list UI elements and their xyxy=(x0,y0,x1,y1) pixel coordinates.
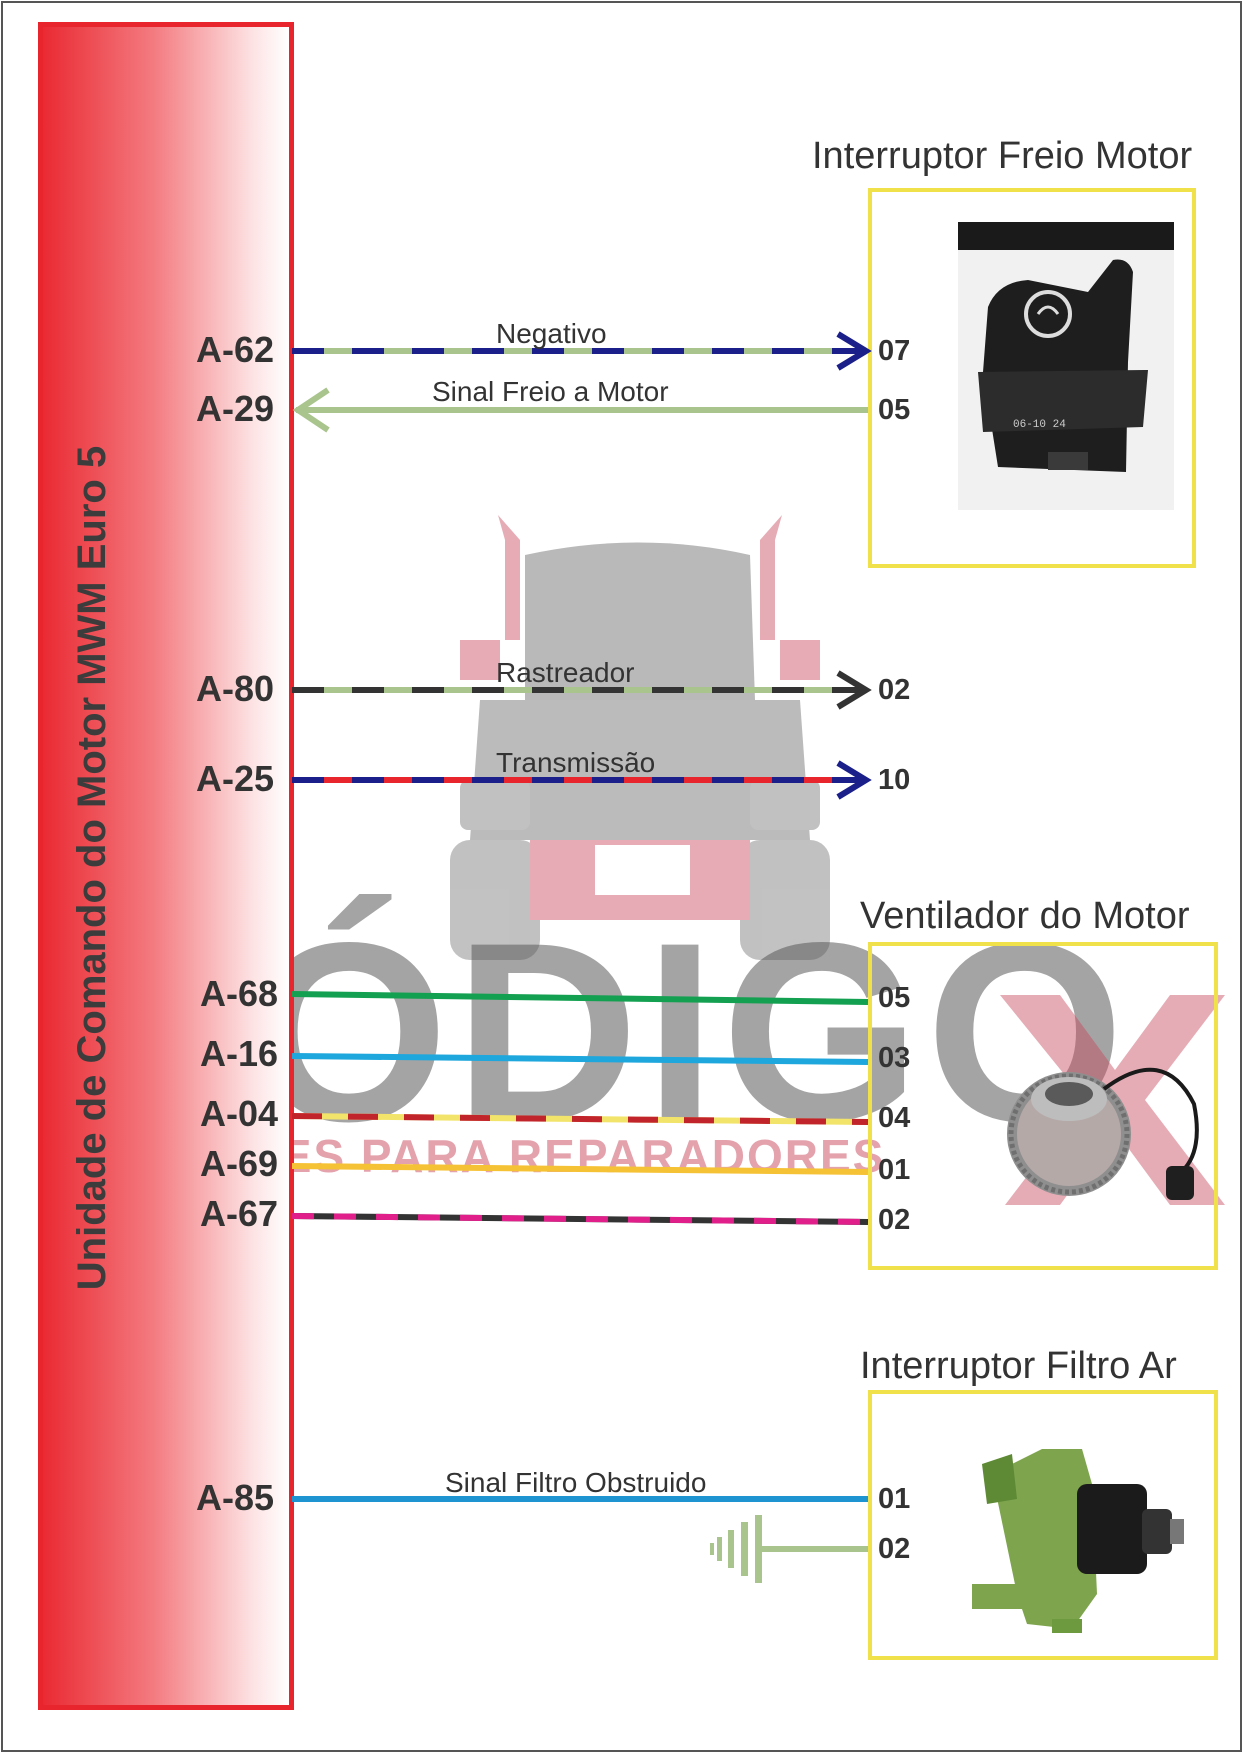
ecu-pin-a25: A-25 xyxy=(196,758,275,799)
wire-label-sinal-filtro: Sinal Filtro Obstruido xyxy=(445,1467,707,1498)
svg-text:06-10 24: 06-10 24 xyxy=(1013,419,1066,431)
ecu-pin-a85: A-85 xyxy=(196,1477,275,1518)
comp-pin-02: 02 xyxy=(878,674,911,706)
truck-watermark-icon xyxy=(450,515,830,960)
arrow-right-icon xyxy=(836,670,872,710)
wire-a16 xyxy=(291,1053,869,1065)
comp-pin-03-fan: 03 xyxy=(878,1042,911,1074)
wire-a25-transmissao xyxy=(292,760,872,800)
component-box-air-filter-switch xyxy=(868,1390,1218,1660)
comp-pin-01-fan: 01 xyxy=(878,1154,911,1186)
wire-a62-negativo xyxy=(292,331,872,371)
engine-brake-switch-photo-icon: 06-10 24 xyxy=(958,222,1174,510)
ecu-pin-a29: A-29 xyxy=(196,388,275,429)
ecu-pin-a62: A-62 xyxy=(196,329,275,370)
wire-label-transmissao: Transmissão xyxy=(496,747,656,778)
ecu-pin-a04: A-04 xyxy=(200,1093,279,1134)
component-title-engine-brake-switch: Interruptor Freio Motor xyxy=(812,135,1193,177)
ecu-pin-a80: A-80 xyxy=(196,668,275,709)
arrow-left-icon xyxy=(292,387,330,433)
fan-clutch-photo-icon xyxy=(1007,1067,1199,1200)
comp-pin-10: 10 xyxy=(878,764,911,796)
wire-a80-rastreador xyxy=(292,670,872,710)
wire-label-sinal-freio: Sinal Freio a Motor xyxy=(432,376,669,407)
wire-a67 xyxy=(291,1213,869,1225)
wire-label-rastreador: Rastreador xyxy=(496,657,635,688)
comp-pin-07: 07 xyxy=(878,335,911,367)
comp-pin-04-fan: 04 xyxy=(878,1102,911,1134)
component-title-engine-fan: Ventilador do Motor xyxy=(860,895,1190,937)
comp-pin-02-fan: 02 xyxy=(878,1204,911,1236)
ecu-pin-a16: A-16 xyxy=(200,1033,279,1074)
ecu-block xyxy=(38,22,294,1710)
arrow-right-icon xyxy=(836,331,872,371)
comp-pin-05: 05 xyxy=(878,394,911,426)
wire-a04 xyxy=(291,1113,869,1125)
ground-icon xyxy=(710,1515,762,1583)
component-title-air-filter-switch: Interruptor Filtro Ar xyxy=(860,1345,1177,1387)
comp-pin-01-filter: 01 xyxy=(878,1483,911,1515)
wire-ground xyxy=(710,1515,868,1583)
component-box-engine-fan xyxy=(868,942,1218,1270)
component-box-engine-brake-switch: 06-10 24 xyxy=(868,188,1196,568)
ecu-pin-a67: A-67 xyxy=(200,1193,279,1234)
wire-a29-sinal-freio xyxy=(292,387,868,433)
wire-label-negativo: Negativo xyxy=(496,318,607,349)
ecu-pin-a68: A-68 xyxy=(200,973,279,1014)
comp-pin-02-filter: 02 xyxy=(878,1533,911,1565)
ecu-pin-a69: A-69 xyxy=(200,1143,279,1184)
wire-a69 xyxy=(291,1163,869,1175)
comp-pin-05-fan: 05 xyxy=(878,982,911,1014)
arrow-right-icon xyxy=(836,760,872,800)
wire-a68 xyxy=(291,991,869,1005)
air-filter-switch-photo-icon xyxy=(972,1449,1184,1633)
